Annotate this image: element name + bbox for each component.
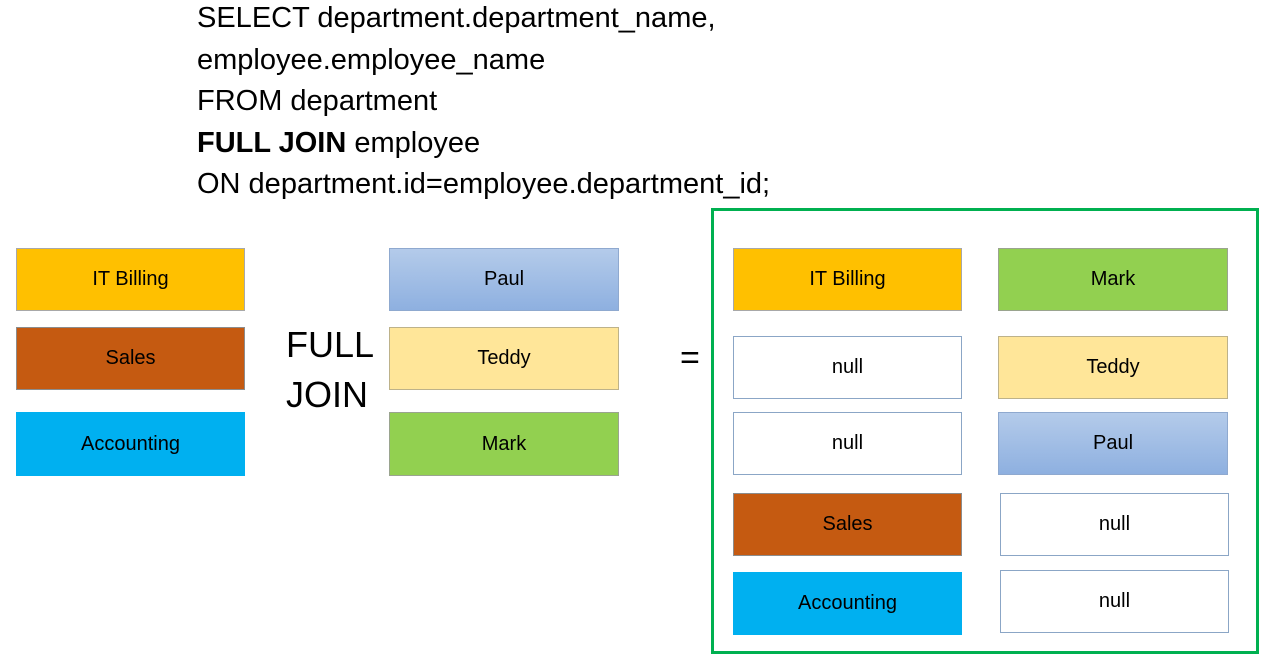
sql-line-columns: employee.employee_name [197, 43, 546, 76]
join-label-word-2: JOIN [286, 374, 369, 415]
result-row-4-department: Sales [733, 493, 962, 556]
employee-teddy: Teddy [389, 327, 619, 390]
result-row-5-department: Accounting [733, 572, 962, 635]
employee-mark: Mark [389, 412, 619, 476]
sql-line-join: FULL JOIN employee [197, 123, 897, 165]
sql-line-from: FROM department [197, 85, 438, 117]
result-set-frame [711, 208, 1259, 654]
sql-join-keyword: FULL JOIN [197, 126, 347, 159]
department-accounting: Accounting [16, 412, 245, 476]
full-join-label: FULL JOIN [286, 320, 374, 420]
sql-line-select: SELECT department.department_name, [197, 2, 716, 34]
result-row-3-department: null [733, 412, 962, 475]
result-row-1-employee: Mark [998, 248, 1228, 311]
department-sales: Sales [16, 327, 245, 390]
sql-line-on: ON department.id=employee.department_id; [197, 168, 771, 200]
join-label-word-1: FULL [286, 324, 375, 365]
equals-sign: = [680, 339, 700, 377]
result-row-4-employee: null [1000, 493, 1229, 556]
result-row-2-employee: Teddy [998, 336, 1228, 399]
result-row-5-employee: null [1000, 570, 1229, 633]
result-row-2-department: null [733, 336, 962, 399]
sql-join-table: employee [346, 126, 481, 159]
department-it-billing: IT Billing [16, 248, 245, 311]
result-row-1-department: IT Billing [733, 248, 962, 311]
result-row-3-employee: Paul [998, 412, 1228, 475]
sql-query: SELECT department.department_name, emplo… [197, 0, 897, 206]
employee-paul: Paul [389, 248, 619, 311]
